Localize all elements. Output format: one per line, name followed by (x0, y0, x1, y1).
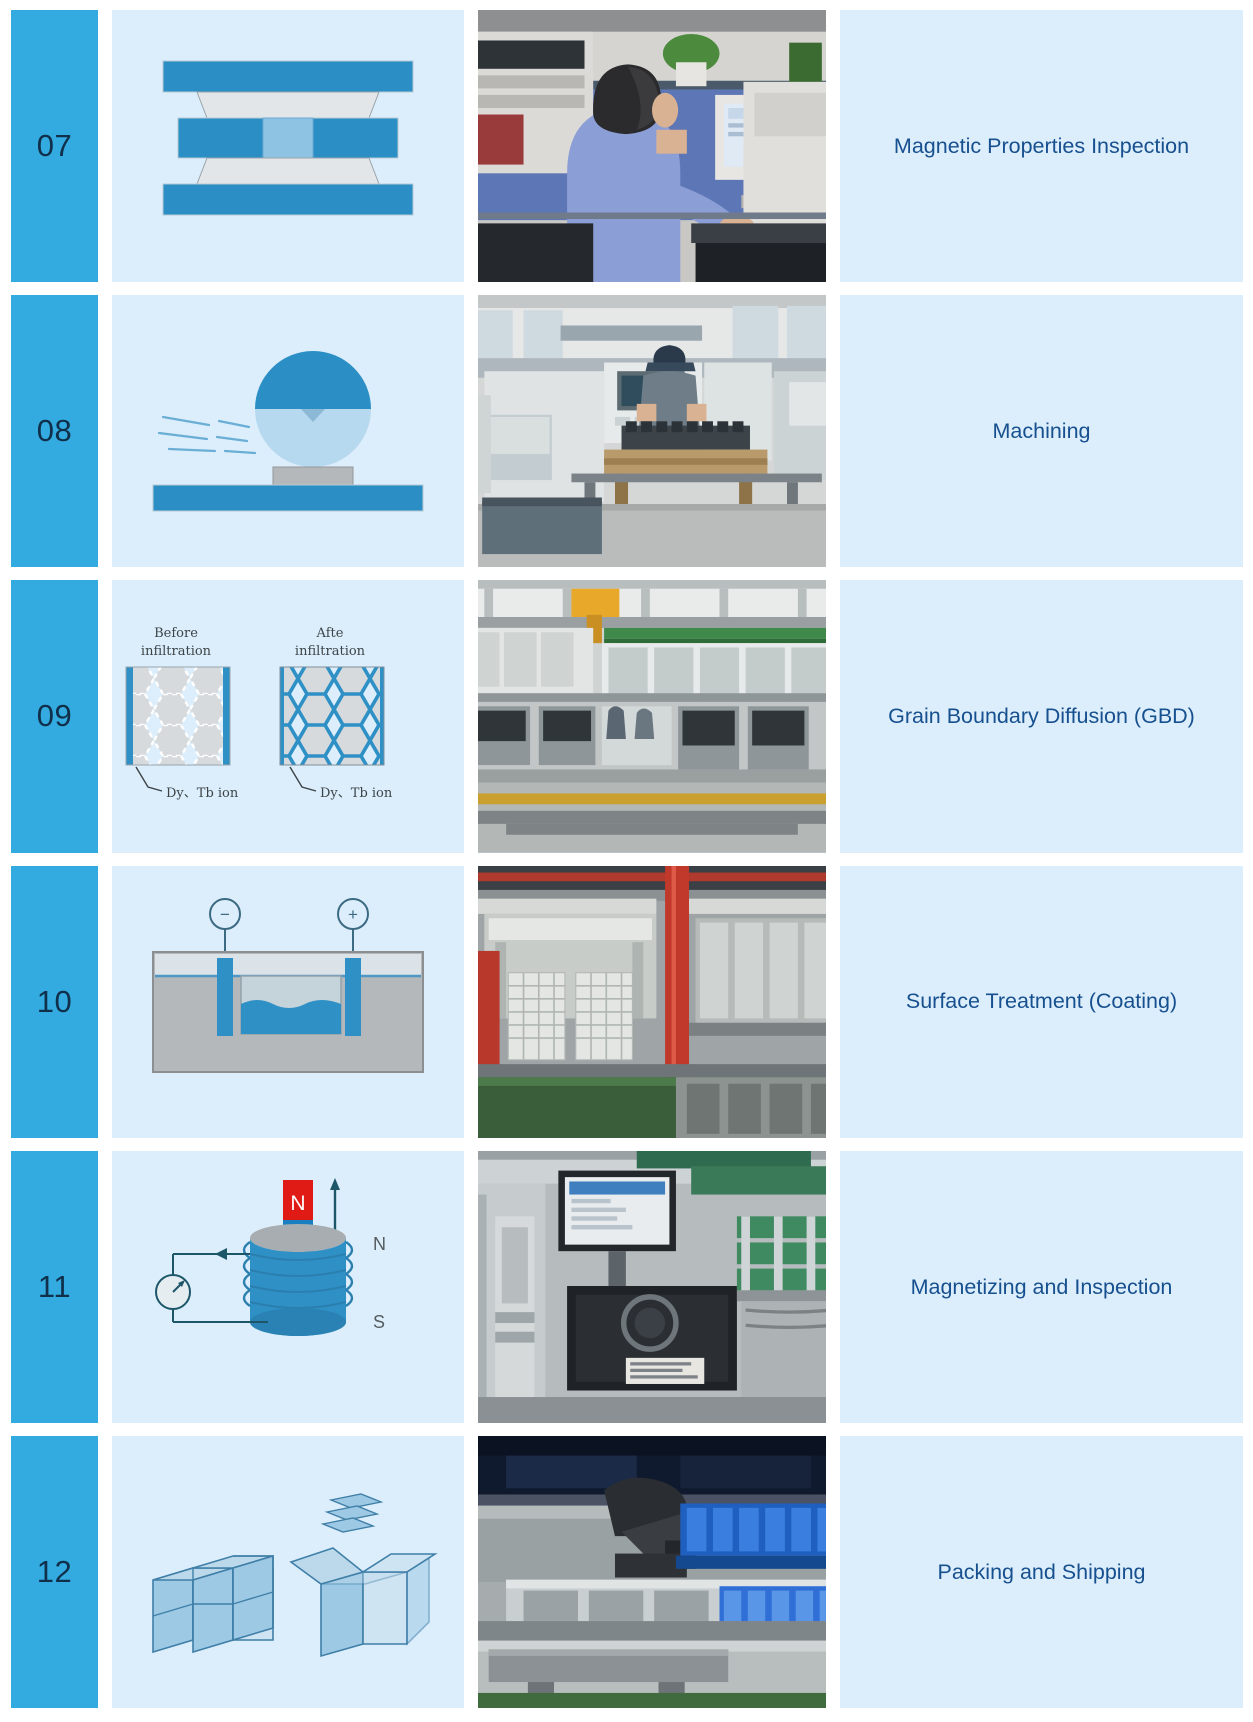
grain-boundary-diffusion-diagram: Before infiltration Dy、Tb ion Afte infil… (112, 580, 464, 853)
step-number-tile-09: 09 (11, 580, 98, 853)
pressing-dies-diagram (112, 10, 464, 283)
gbd-furnace-production-line-photo (478, 580, 826, 853)
gbd-before-title-line2: infiltration (141, 644, 212, 659)
gbd-callout-right: Dy、Tb ion (320, 786, 393, 801)
coil-south-label: S (373, 1312, 385, 1332)
step-label-cell-08: Machining (840, 295, 1243, 568)
step-label: Magnetic Properties Inspection (893, 133, 1190, 158)
step-number-tile-10: 10 (11, 865, 98, 1138)
step-number: 09 (36, 698, 73, 734)
step-number: 07 (36, 128, 73, 164)
step-number: 11 (37, 1268, 72, 1304)
anode-symbol: + (348, 905, 358, 924)
step-label-cell-07: Magnetic Properties Inspection (840, 10, 1243, 283)
gbd-before-title-line1: Before (154, 626, 198, 641)
bar-magnet-north-label: N (290, 1192, 305, 1215)
process-step-row: 07 (0, 10, 1253, 283)
step-label-cell-10: Surface Treatment (Coating) (840, 865, 1243, 1138)
automated-magnetizing-inspection-station-photo (478, 1150, 826, 1423)
cathode-symbol: − (220, 905, 230, 924)
step-number: 10 (36, 983, 73, 1019)
packing-boxes-diagram (112, 1435, 464, 1709)
step-number-tile-08: 08 (11, 295, 98, 568)
operator-at-magnetic-measurement-workstation-photo (478, 10, 826, 283)
cnc-machining-shop-floor-photo (478, 295, 826, 568)
gbd-after-title-line1: Afte (316, 626, 344, 641)
process-step-row: 10 − + (0, 865, 1253, 1138)
magnetizing-coil-diagram: N S (112, 1150, 464, 1423)
step-label-cell-11: Magnetizing and Inspection (840, 1150, 1243, 1423)
step-number-tile-11: 11 (11, 1150, 98, 1423)
process-step-row: 08 (0, 295, 1253, 568)
step-number-tile-07: 07 (11, 10, 98, 283)
gbd-callout-left: Dy、Tb ion (166, 786, 239, 801)
step-label: Grain Boundary Diffusion (GBD) (888, 704, 1195, 729)
coil-north-label: N (373, 1234, 386, 1254)
step-label-cell-09: Grain Boundary Diffusion (GBD) (840, 580, 1243, 853)
process-step-row: 12 (0, 1435, 1253, 1709)
step-number: 08 (36, 413, 73, 449)
electroplating-bath-diagram: − + (112, 865, 464, 1138)
step-label: Magnetizing and Inspection (910, 1274, 1173, 1299)
step-number: 12 (36, 1553, 73, 1589)
coating-plating-line-photo (478, 865, 826, 1138)
step-number-tile-12: 12 (11, 1435, 98, 1709)
step-label-cell-12: Packing and Shipping (840, 1435, 1243, 1709)
process-step-row: 09 Before infiltration (0, 580, 1253, 853)
step-label: Surface Treatment (Coating) (905, 989, 1178, 1014)
gbd-after-title-line2: infiltration (295, 644, 366, 659)
step-label: Packing and Shipping (937, 1559, 1146, 1584)
step-label: Machining (992, 419, 1091, 444)
process-step-row: 11 N S (0, 1150, 1253, 1423)
automated-packing-line-photo (478, 1435, 826, 1709)
grinding-wheel-diagram (112, 295, 464, 568)
